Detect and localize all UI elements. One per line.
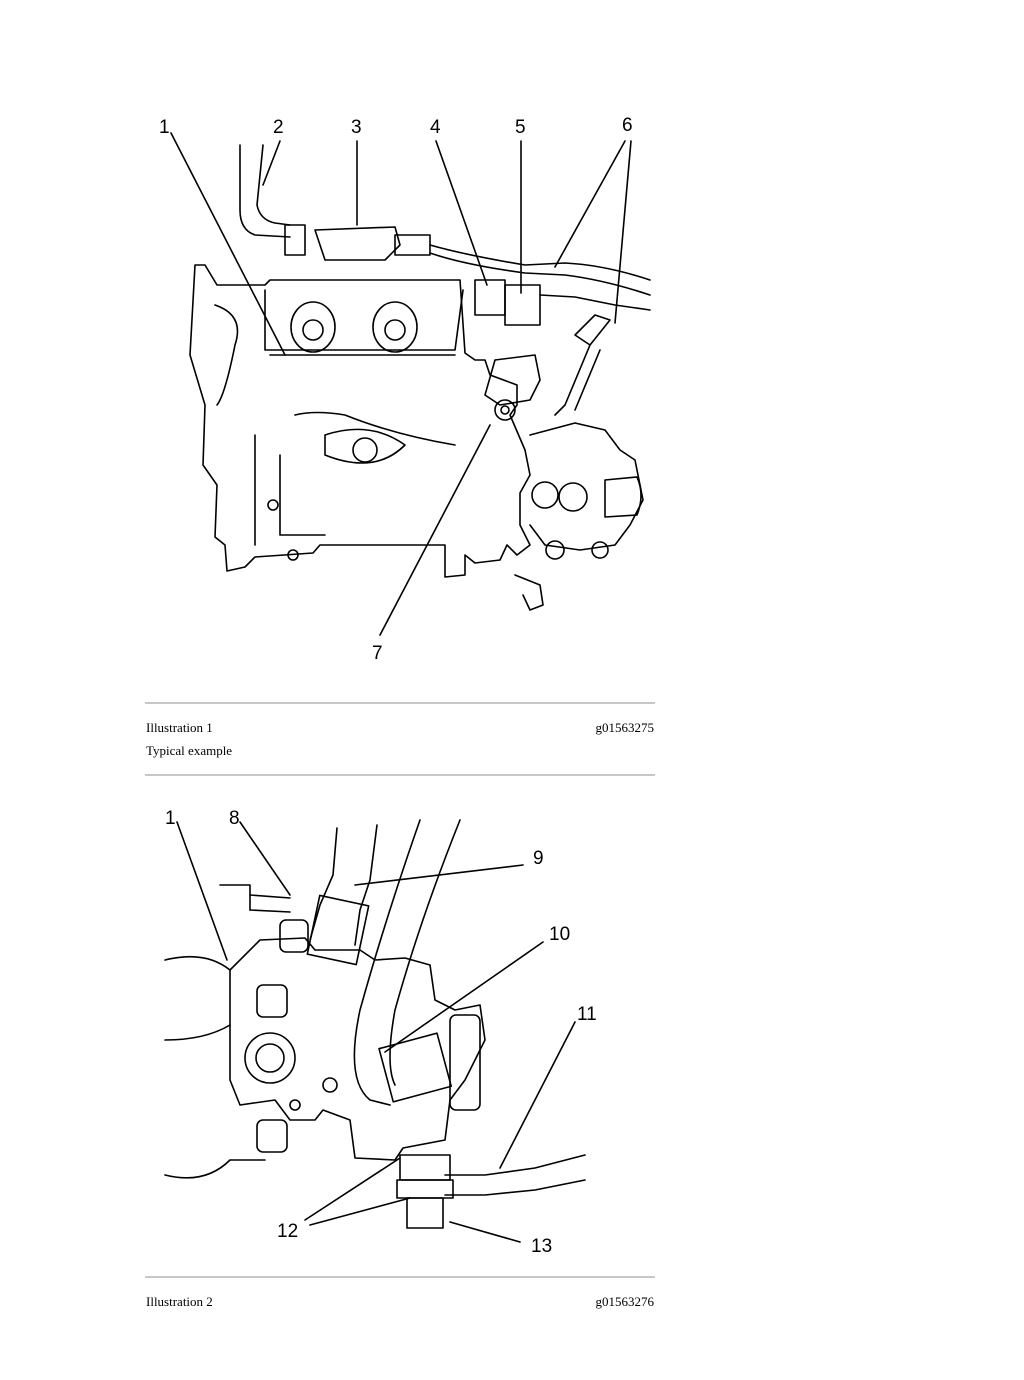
callout-7: 7 [372,643,383,664]
callout-13: 13 [531,1236,552,1257]
caption-label: Illustration 2 [146,1294,213,1309]
caption-id: g01563276 [595,1294,655,1309]
callout-5: 5 [515,117,526,138]
callout-9: 9 [533,848,544,869]
divider [145,1276,655,1278]
pump-body-outline [229,937,486,1161]
illustration-1-figure: 1 2 3 4 5 6 7 [145,105,655,680]
callout-8: 8 [229,808,240,829]
callout-11: 11 [577,1004,597,1025]
callout-3: 3 [351,117,362,138]
caption-id: g01563275 [595,720,655,735]
callout-2: 2 [273,117,284,138]
callout-4: 4 [430,117,441,138]
illustration-1-caption: Illustration 1 g01563275 [146,720,654,736]
divider [145,774,655,776]
callout-12: 12 [277,1221,298,1242]
pump-body-outline [189,264,531,578]
divider [145,702,655,704]
callout-10: 10 [549,924,570,945]
callout-6: 6 [622,115,633,136]
illustration-2-figure: 1 8 9 10 11 12 13 [145,800,655,1260]
callout-1: 1 [165,808,176,829]
callout-1: 1 [159,117,170,138]
illustration-1-subcaption: Typical example [146,743,233,758]
illustration-2-caption: Illustration 2 g01563276 [146,1294,654,1310]
caption-label: Illustration 1 [146,720,213,735]
